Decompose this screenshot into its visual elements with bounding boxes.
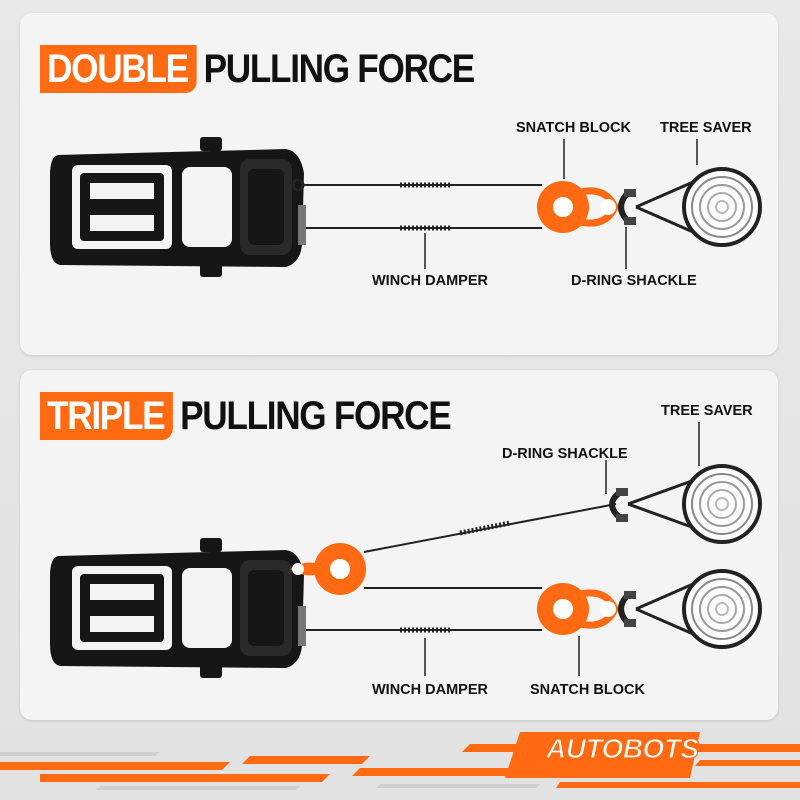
label-winch-damper: WINCH DAMPER bbox=[372, 273, 489, 289]
heading-tag: DOUBLE bbox=[40, 45, 197, 93]
snatch-block bbox=[537, 583, 619, 635]
triple-pulling-diagram: TREE SAVER D-RING SHACKLE WINCH DAMPER S… bbox=[50, 403, 762, 698]
tree-cross-section bbox=[682, 167, 762, 247]
d-ring-shackle bbox=[618, 189, 636, 225]
vehicle-top-view bbox=[50, 538, 306, 678]
heading-rest: PULLING FORCE bbox=[203, 47, 476, 91]
label-snatch-block: SNATCH BLOCK bbox=[530, 682, 645, 698]
heading-rest: PULLING FORCE bbox=[180, 394, 452, 438]
snatch-block bbox=[537, 181, 619, 233]
double-pulling-heading: DOUBLE PULLING FORCE bbox=[40, 45, 476, 93]
label-d-ring-shackle: D-RING SHACKLE bbox=[502, 446, 628, 462]
tree-cross-section-upper bbox=[682, 464, 762, 544]
double-pulling-diagram: SNATCH BLOCK TREE SAVER WINCH DAMPER D-R… bbox=[50, 120, 762, 289]
heading-tag: TRIPLE bbox=[40, 392, 174, 440]
lower-d-ring-shackle bbox=[618, 591, 636, 627]
triple-pulling-panel: TRIPLE PULLING FORCE bbox=[20, 370, 778, 720]
footer-stripes bbox=[0, 732, 800, 790]
tree-cross-section-lower bbox=[682, 569, 762, 649]
vehicle-snatch-block bbox=[290, 543, 366, 595]
label-winch-damper: WINCH DAMPER bbox=[372, 682, 489, 698]
d-ring-shackle bbox=[609, 488, 628, 522]
label-tree-saver: TREE SAVER bbox=[661, 403, 753, 419]
label-snatch-block: SNATCH BLOCK bbox=[516, 120, 631, 136]
triple-pulling-heading: TRIPLE PULLING FORCE bbox=[40, 392, 452, 440]
autobots-logo: AUTOBOTS bbox=[545, 732, 699, 764]
double-pulling-panel: DOUBLE PULLING FORCE bbox=[20, 13, 778, 355]
label-tree-saver: TREE SAVER bbox=[660, 120, 752, 136]
vehicle-top-view bbox=[50, 137, 306, 277]
label-d-ring-shackle: D-RING SHACKLE bbox=[571, 273, 697, 289]
